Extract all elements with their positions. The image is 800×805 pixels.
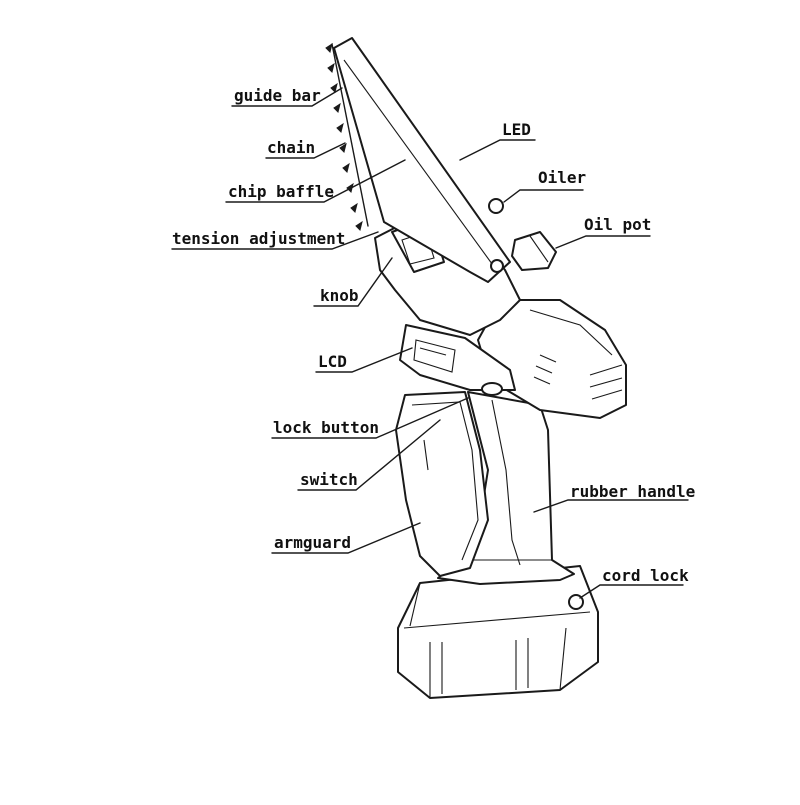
label-armguard: armguard (274, 533, 351, 552)
chainsaw-drawing (325, 37, 627, 699)
chain (325, 42, 369, 231)
battery-pack (397, 565, 599, 699)
oil-pot-cap (511, 231, 557, 271)
label-switch: switch (300, 470, 358, 489)
label-lcd: LCD (318, 352, 347, 371)
label-oil-pot: Oil pot (584, 215, 651, 234)
labels: guide bar chain chip baffle tension adju… (172, 86, 695, 585)
label-chip-baffle: chip baffle (228, 182, 334, 201)
label-rubber-handle: rubber handle (570, 482, 695, 501)
oiler-shape (488, 198, 504, 214)
leader-lines (171, 87, 689, 599)
cord-lock-shape (568, 594, 584, 610)
label-guide-bar: guide bar (234, 86, 321, 105)
label-led: LED (502, 120, 531, 139)
label-oiler: Oiler (538, 168, 586, 187)
guide-bar (333, 37, 511, 283)
label-tension-adjustment: tension adjustment (172, 229, 345, 248)
label-chain: chain (267, 138, 315, 157)
label-lock-button: lock button (273, 418, 379, 437)
lock-button-shape (481, 382, 503, 396)
label-cord-lock: cord lock (602, 566, 689, 585)
label-knob: knob (320, 286, 359, 305)
